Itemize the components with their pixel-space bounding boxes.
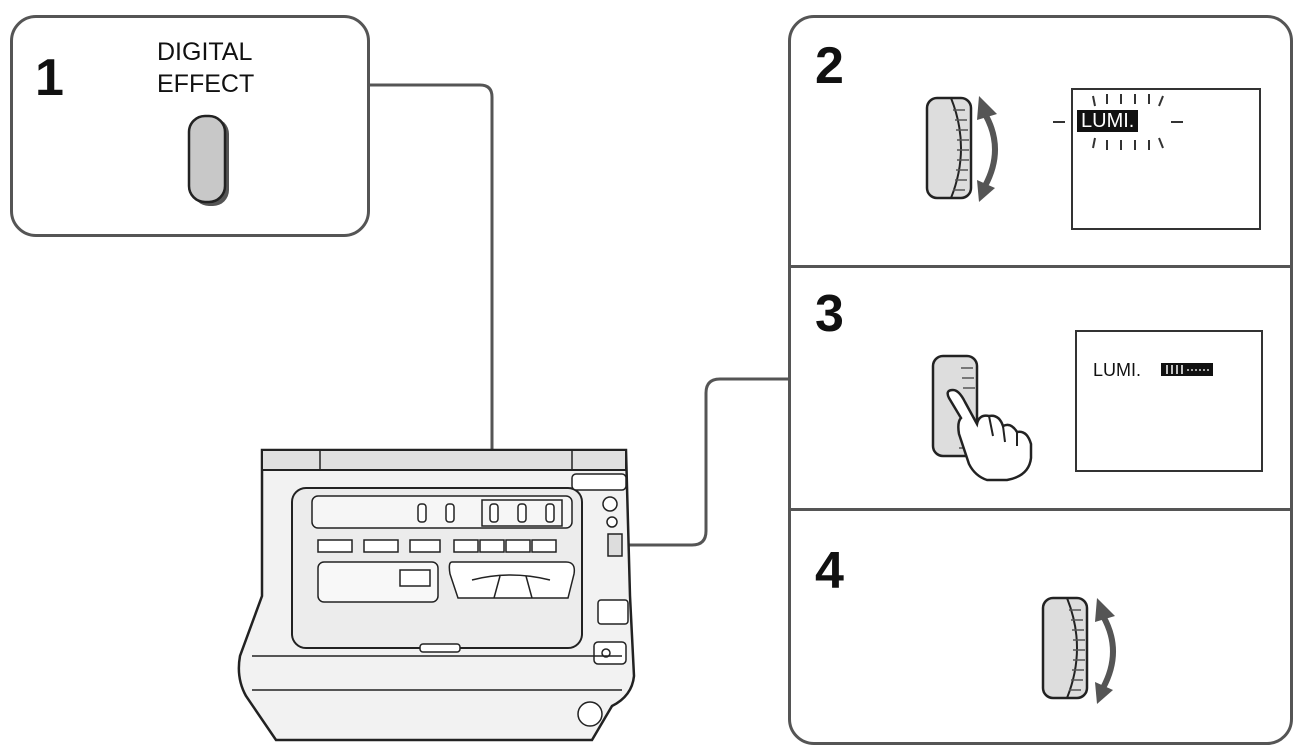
- digital-label: DIGITAL: [157, 38, 253, 66]
- step-1-panel: 1 DIGITAL EFFECT: [10, 15, 370, 237]
- pointing-hand-icon: [946, 388, 1033, 482]
- step-3-screen-text: LUMI.: [1093, 360, 1142, 380]
- step-3-screen: LUMI.: [1075, 330, 1263, 472]
- control-dial-icon: [925, 96, 973, 200]
- effect-label: EFFECT: [157, 70, 255, 98]
- blink-rays-icon: [1053, 94, 1183, 150]
- step-2-number: 2: [815, 37, 844, 95]
- steps-panel: 2 LUMI.: [788, 15, 1293, 745]
- divider-3-4: [791, 508, 1290, 511]
- step-4-number: 4: [815, 542, 844, 600]
- step-2-screen-text: LUMI.: [1077, 110, 1139, 133]
- level-bar-icon: [1161, 363, 1213, 376]
- video-deck-icon: [237, 448, 636, 742]
- divider-2-3: [791, 265, 1290, 268]
- step-3-number: 3: [815, 285, 844, 343]
- up-down-arrows-icon: [1095, 598, 1116, 704]
- step-1-number: 1: [35, 49, 64, 107]
- lumi-highlight: LUMI.: [1077, 110, 1139, 132]
- up-down-arrows-icon: [977, 96, 998, 202]
- step-2-screen: LUMI.: [1053, 88, 1261, 230]
- control-dial-icon: [1041, 596, 1089, 700]
- digital-effect-button-icon: [187, 114, 229, 206]
